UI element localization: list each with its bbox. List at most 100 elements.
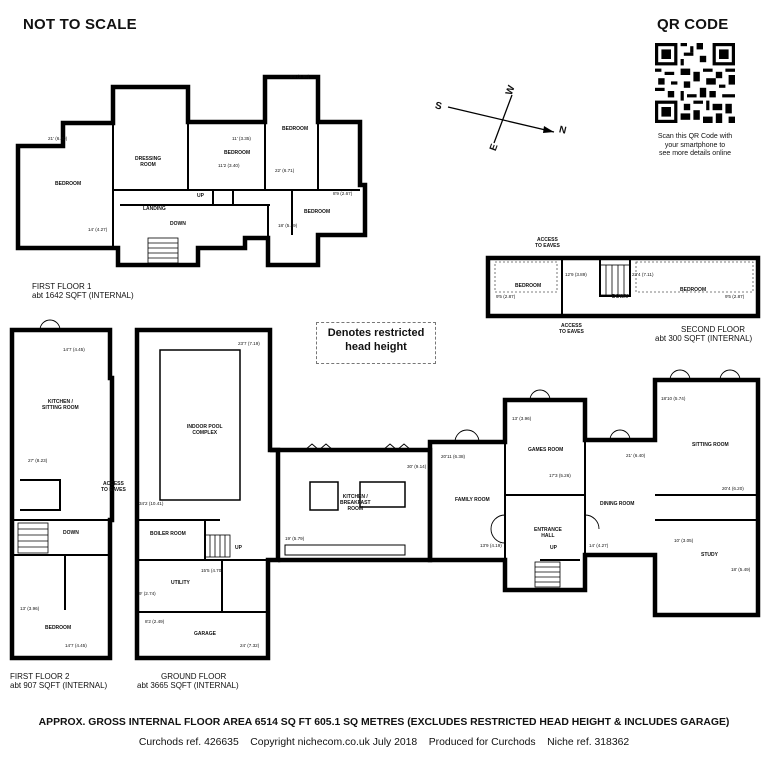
room-label-line: ACCESS	[536, 237, 558, 243]
room-label: UTILITY	[171, 580, 190, 586]
dimension: 9'5 (2.87)	[496, 294, 516, 299]
dimension: 30' (9.14)	[407, 464, 427, 469]
qr-caption-line: Scan this QR Code with	[657, 133, 733, 140]
floor-caption-first-floor-2: FIRST FLOOR 2 abt 907 SQFT (INTERNAL)	[10, 672, 107, 690]
room-label-line: ACCESS	[560, 323, 582, 329]
dimension: 23'7 (7.19)	[238, 341, 260, 346]
dimension: 9' (2.74)	[139, 591, 156, 596]
room-label: BEDROOM	[515, 283, 542, 289]
north-arrow-icon	[543, 126, 554, 133]
dimension: 9'8 (2.95)	[290, 74, 310, 79]
restricted-height-legend: Denotes restricted head height	[316, 322, 436, 364]
dimension: 23'4 (7.11)	[632, 272, 654, 277]
dimension: 13'9 (4.19)	[480, 543, 502, 548]
dimension: 12'9 (3.89)	[565, 272, 587, 277]
qr-caption-line: your smartphone to	[664, 141, 726, 149]
room-label: GARAGE	[194, 631, 216, 637]
restricted-line: Denotes restricted	[327, 327, 425, 339]
room-label: BEDROOM	[45, 625, 72, 631]
dimension: 14' (4.27)	[589, 543, 609, 548]
dimension: 18' (5.49)	[278, 223, 298, 228]
dimension: 27' (8.23)	[28, 458, 48, 463]
room-label: DOWN	[63, 530, 79, 536]
room-label-line: INDOOR POOL	[187, 424, 223, 430]
dimension: 18'10 (5.74)	[661, 396, 686, 401]
room-label: BEDROOM	[282, 126, 309, 132]
qr-code-icon[interactable]	[655, 43, 735, 123]
floor-area: abt 3665 SQFT (INTERNAL)	[137, 681, 239, 690]
dimension: 13' (3.96)	[20, 606, 40, 611]
room-label-line: ROOM	[347, 506, 364, 512]
room-label-line: HALL	[541, 533, 555, 539]
qr-code-caption: Scan this QR Code with your smartphone t…	[630, 133, 760, 159]
dimension: 20'11 (6.38)	[441, 454, 466, 459]
room-label-line: SITTING ROOM	[42, 405, 79, 411]
footer-reference-line: Curchods ref. 426635 Copyright nichecom.…	[138, 737, 630, 748]
room-label: BEDROOM	[55, 181, 82, 187]
room-label: KITCHEN /SITTING ROOM	[42, 399, 79, 411]
compass-ns-line	[447, 106, 555, 133]
dimension: 21' (6.40)	[626, 453, 646, 458]
floor-name: SECOND FLOOR	[681, 325, 746, 334]
pool-outline	[159, 349, 241, 501]
dimension: 11' (3.35)	[232, 136, 251, 141]
dimension: 24' (7.32)	[240, 643, 260, 648]
dimension: 18' (5.49)	[731, 567, 751, 572]
dimension: 14' (4.27)	[88, 227, 108, 232]
compass-rose: S N W E	[430, 84, 570, 155]
compass-ew-line	[493, 94, 513, 144]
room-label: DOWN	[170, 221, 186, 227]
dimension: 11'2 (3.40)	[218, 163, 240, 168]
dimension: 14'7 (4.45)	[65, 643, 87, 648]
not-to-scale-label: NOT TO SCALE	[23, 16, 137, 33]
room-label: DINING ROOM	[600, 501, 635, 507]
room-label: DOWN	[612, 294, 628, 300]
qr-caption-line: see more details online	[659, 150, 731, 157]
room-label-line: BREAKFAST	[340, 500, 371, 506]
room-label: GAMES ROOM	[528, 447, 564, 453]
room-label: FAMILY ROOM	[455, 497, 490, 503]
dimension: 14'7 (4.45)	[63, 347, 85, 352]
room-label-line: KITCHEN /	[342, 494, 368, 500]
dimension: 8'9 (2.67)	[333, 191, 353, 196]
room-label-line: TO EAVES	[559, 329, 584, 335]
restricted-line: head height	[345, 341, 407, 353]
dimension: 13' (3.96)	[512, 416, 532, 421]
floor-name: GROUND FLOOR	[161, 672, 227, 681]
room-label: UP	[197, 193, 204, 199]
room-label-line: ACCESS	[102, 481, 124, 487]
dimension: 9'5 (2.87)	[725, 294, 745, 299]
room-label: UP	[235, 545, 242, 551]
dimension: 8'2 (2.49)	[145, 619, 165, 624]
dimension: 19' (5.79)	[285, 536, 305, 541]
dimension: 15'5 (4.70)	[201, 568, 223, 573]
room-label-line: COMPLEX	[192, 430, 218, 436]
room-label-line: ENTRANCE	[534, 527, 562, 533]
dimension: 34'2 (10.41)	[139, 501, 164, 506]
qr-code-title: QR CODE	[657, 16, 729, 33]
floor-caption-ground-floor: GROUND FLOOR abt 3665 SQFT (INTERNAL)	[137, 672, 239, 690]
room-label-line: TO EAVES	[101, 487, 126, 493]
room-label-line: ROOM	[140, 162, 156, 168]
floor-area: abt 1642 SQFT (INTERNAL)	[32, 291, 134, 300]
room-label: UP	[550, 545, 557, 551]
dimension: 21' (6.40)	[48, 136, 68, 141]
floor-caption-second-floor: SECOND FLOOR abt 300 SQFT (INTERNAL)	[655, 325, 752, 343]
dimension: 17'3 (5.26)	[549, 473, 571, 478]
room-label: BEDROOM	[224, 150, 251, 156]
dimension: 20'4 (6.20)	[722, 486, 744, 491]
floor-name: FIRST FLOOR 2	[10, 672, 70, 681]
floor-caption-first-floor-1: FIRST FLOOR 1 abt 1642 SQFT (INTERNAL)	[32, 282, 134, 300]
room-label: SITTING ROOM	[692, 442, 729, 448]
room-label-line: TO EAVES	[535, 243, 560, 249]
footer-area-line: APPROX. GROSS INTERNAL FLOOR AREA 6514 S…	[38, 717, 730, 728]
room-label-line: DRESSING	[135, 156, 162, 162]
floor-name: FIRST FLOOR 1	[32, 282, 92, 291]
room-label: STUDY	[701, 552, 718, 558]
